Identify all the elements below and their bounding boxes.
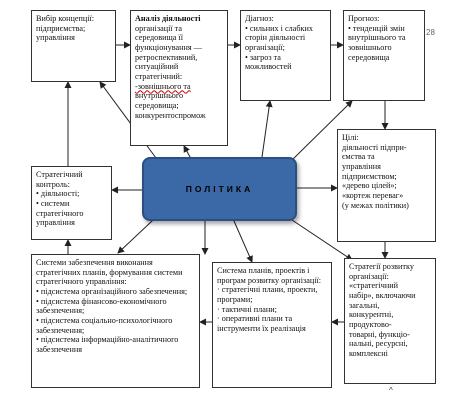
arrow-center-box2 bbox=[183, 145, 196, 164]
box-strategic-control-item: системи стратегічного управління bbox=[36, 199, 107, 228]
box-activity-analysis-line: конкурентоспромож bbox=[135, 110, 206, 120]
box-goals-title: Цілі: bbox=[342, 133, 359, 142]
box-activity-analysis-line: -зовнішнього та bbox=[135, 81, 191, 91]
box-support-systems-item: підсистема інформаційно-аналітичного заб… bbox=[36, 335, 195, 354]
box-goals-line: ємства та bbox=[342, 152, 375, 162]
arrow-center-box7 bbox=[117, 214, 159, 254]
page-number: 28 bbox=[426, 28, 435, 37]
box-diagnosis-item: загроз та можливостей bbox=[245, 53, 326, 72]
box-strategic-control-title: Стратегічний контроль: bbox=[36, 170, 83, 189]
box-activity-analysis-line: стратегічний: bbox=[135, 72, 183, 82]
box-development-strategies-line: продуктово- bbox=[349, 320, 392, 330]
policy-center-label: ПОЛІТИКА bbox=[185, 184, 254, 194]
box-activity-analysis-title: Аналіз діяльності bbox=[135, 14, 201, 23]
policy-center-node: ПОЛІТИКА bbox=[142, 157, 297, 221]
box-support-systems-item: підсистема організаційного забезпечення; bbox=[36, 287, 195, 297]
arrow-center-box4 bbox=[283, 100, 353, 169]
box-plans-system-item: тактичні плани; bbox=[217, 305, 327, 315]
box-plans-system: Система планів, проектів і програм розви… bbox=[212, 262, 332, 388]
box-activity-analysis-line: середовища; bbox=[135, 101, 179, 111]
box-support-systems-item: підсистема соціально-психологічного забе… bbox=[36, 316, 195, 335]
box-development-strategies-line: конкурентні, bbox=[349, 310, 394, 320]
box-plans-system-title: Система планів, проектів і програм розви… bbox=[217, 266, 322, 285]
box-goals-line: підприємством; bbox=[342, 171, 397, 181]
box-goals-line: «дерево цілей»; bbox=[342, 181, 397, 191]
box-diagnosis-title: Діагноз: bbox=[245, 14, 274, 23]
box-forecast-title: Прогноз: bbox=[348, 14, 380, 23]
box-goals-line: «кортеж переваг» bbox=[342, 191, 404, 201]
box-forecast-item: тенденцій змін внутрішнього та зовнішньо… bbox=[348, 24, 420, 63]
box-concept-choice-title: Вибір концепції: bbox=[36, 14, 95, 23]
box-activity-analysis-line: ретроспективний, bbox=[135, 52, 198, 62]
box-development-strategies-line: загальні, bbox=[349, 300, 380, 310]
box-strategic-control-item: діяльності; bbox=[36, 189, 107, 199]
box-plans-system-item: стратегічні плани, проекти, програми; bbox=[217, 285, 327, 304]
box-diagnosis-item: сильних і слабких сторін діяльності орга… bbox=[245, 24, 326, 53]
box-goals-line: управління bbox=[342, 162, 381, 172]
box-support-systems-title: Системи забезпечення виконання стратегіч… bbox=[36, 258, 183, 287]
box-activity-analysis-line: внутрішнього bbox=[135, 91, 184, 101]
box-activity-analysis-line: середовища її bbox=[135, 33, 184, 43]
box-goals-line: (у межах політики) bbox=[342, 200, 409, 210]
box-development-strategies-line: товарні, функціо- bbox=[349, 329, 410, 339]
arrow-center-box3 bbox=[257, 100, 273, 164]
box-activity-analysis-line: функціонування — bbox=[135, 43, 202, 53]
box-support-systems: Системи забезпечення виконання стратегіч… bbox=[31, 254, 200, 388]
box-forecast: Прогноз: тенденцій змін внутрішнього та … bbox=[343, 10, 425, 101]
box-activity-analysis: Аналіз діяльності організації та середов… bbox=[130, 10, 228, 146]
box-diagnosis: Діагноз: сильних і слабких сторін діяльн… bbox=[240, 10, 331, 101]
box-support-systems-item: підсистема фінансово-економічного забезп… bbox=[36, 297, 195, 316]
box-development-strategies: Стратегії розвитку організації: «стратег… bbox=[344, 258, 436, 384]
arrow-center-box9 bbox=[285, 213, 353, 261]
box-concept-choice-line: підприємства; bbox=[36, 23, 86, 33]
box-development-strategies-line: нальні, ресурсні, bbox=[349, 339, 408, 349]
box-activity-analysis-line: організації та bbox=[135, 23, 182, 33]
box-goals: Цілі: діяльності підпри- ємства та управ… bbox=[337, 129, 436, 242]
box-development-strategies-title: Стратегії розвитку організації: bbox=[349, 262, 414, 281]
box-activity-analysis-line: ситуаційний bbox=[135, 62, 179, 72]
box-development-strategies-line: комплексні bbox=[349, 349, 388, 359]
box-goals-line: діяльності підпри- bbox=[342, 142, 407, 152]
box-concept-choice: Вибір концепції: підприємства; управлінн… bbox=[31, 10, 116, 82]
box-strategic-control: Стратегічний контроль: діяльності; систе… bbox=[31, 166, 112, 240]
box-concept-choice-line: управління bbox=[36, 33, 75, 43]
bottom-mark: ^ bbox=[389, 386, 393, 395]
box-plans-system-item: оперативні плани та інструменти їх реалі… bbox=[217, 314, 327, 333]
box-development-strategies-line: «стратегічний bbox=[349, 281, 399, 291]
arrow-center-box8 bbox=[228, 214, 253, 263]
box-development-strategies-line: набір», включаючи bbox=[349, 291, 416, 301]
